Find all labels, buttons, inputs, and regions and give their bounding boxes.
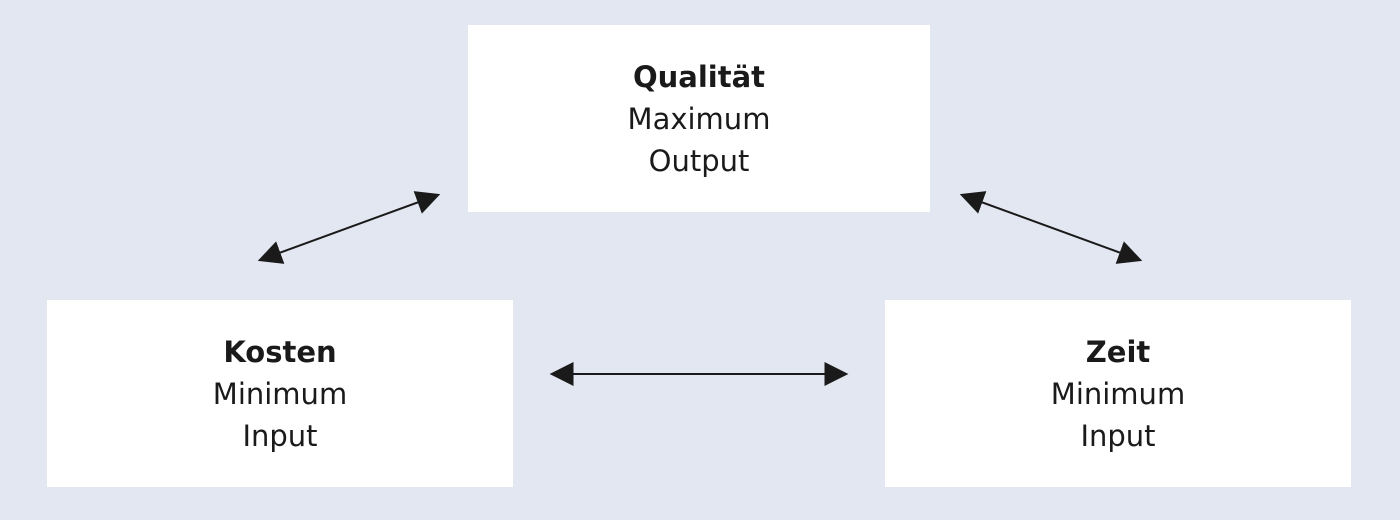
quality-line-1: Maximum xyxy=(627,101,771,136)
arrow-cost-quality xyxy=(257,191,441,264)
time-line-2: Input xyxy=(1080,418,1156,453)
cost-line-2: Input xyxy=(242,418,318,453)
quality-title: Qualität xyxy=(632,59,766,94)
time-line-1: Minimum xyxy=(1050,376,1186,411)
cost-title: Kosten xyxy=(223,334,337,369)
time-title: Zeit xyxy=(1085,334,1151,369)
quality-box: Qualität Maximum Output xyxy=(468,25,930,212)
cost-line-1: Minimum xyxy=(212,376,348,411)
time-box: Zeit Minimum Input xyxy=(885,300,1351,487)
arrow-quality-time xyxy=(959,191,1143,264)
quality-line-2: Output xyxy=(648,143,750,178)
cost-box: Kosten Minimum Input xyxy=(47,300,513,487)
